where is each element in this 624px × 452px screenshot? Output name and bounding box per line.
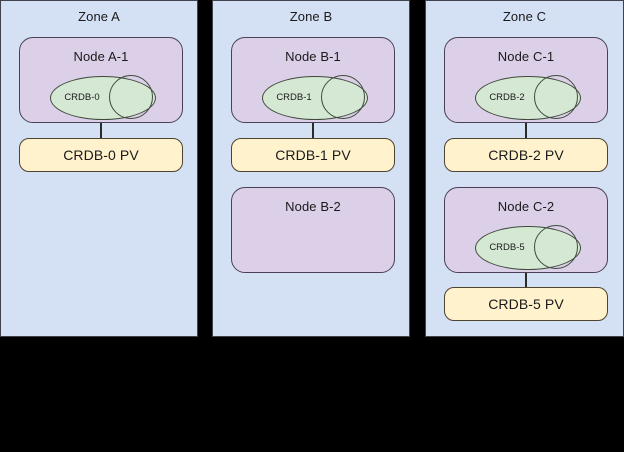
volume-crdb-1-pv: CRDB-1 PV (231, 138, 395, 172)
zone-a-container: Zone A Node A-1 CRDB-0 CRDB-0 PV (0, 0, 198, 337)
database-crdb-2-label: CRDB-2 (489, 92, 525, 103)
node-b-2-title: Node B-2 (285, 199, 341, 214)
node-c-2: Node C-2 CRDB-5 (444, 187, 608, 273)
database-crdb-5-label: CRDB-5 (489, 242, 525, 253)
database-crdb-0: CRDB-0 (50, 74, 156, 120)
database-crdb-1: CRDB-1 (262, 74, 368, 120)
volume-crdb-1-pv-label: CRDB-1 PV (275, 147, 351, 163)
node-a-1: Node A-1 CRDB-0 (19, 37, 183, 123)
database-crdb-0-label: CRDB-0 (64, 92, 100, 103)
database-crdb-5: CRDB-5 (475, 224, 581, 270)
database-crdb-1-label: CRDB-1 (276, 92, 312, 103)
node-b-1: Node B-1 CRDB-1 (231, 37, 395, 123)
zone-c-title: Zone C (502, 9, 547, 24)
node-b-1-title: Node B-1 (285, 49, 341, 64)
cylinder-cap-icon (109, 74, 153, 119)
node-c-2-title: Node C-2 (497, 199, 555, 214)
volume-crdb-5-pv-label: CRDB-5 PV (488, 296, 564, 312)
node-c-1-title: Node C-1 (497, 49, 555, 64)
node-b-2: Node B-2 (231, 187, 395, 273)
zone-b-title: Zone B (289, 9, 333, 24)
node-a-1-title: Node A-1 (73, 49, 129, 64)
connector-node-c-1-to-crdb-2-pv (525, 123, 527, 138)
zone-a-title: Zone A (78, 9, 120, 24)
volume-crdb-2-pv: CRDB-2 PV (444, 138, 608, 172)
volume-crdb-0-pv-label: CRDB-0 PV (63, 147, 139, 163)
zone-c-container: Zone C Node C-1 CRDB-2 CRDB-2 PV Node C-… (425, 0, 624, 337)
node-c-1: Node C-1 CRDB-2 (444, 37, 608, 123)
connector-node-b-1-to-crdb-1-pv (312, 123, 314, 138)
volume-crdb-5-pv: CRDB-5 PV (444, 287, 608, 321)
cylinder-cap-icon (321, 74, 365, 119)
cylinder-cap-icon (534, 224, 578, 269)
volume-crdb-2-pv-label: CRDB-2 PV (488, 147, 564, 163)
volume-crdb-0-pv: CRDB-0 PV (19, 138, 183, 172)
cylinder-cap-icon (534, 74, 578, 119)
connector-node-a-1-to-crdb-0-pv (100, 123, 102, 138)
zone-b-container: Zone B Node B-1 CRDB-1 CRDB-1 PV Node B-… (212, 0, 410, 337)
connector-node-c-2-to-crdb-5-pv (525, 273, 527, 287)
database-crdb-2: CRDB-2 (475, 74, 581, 120)
